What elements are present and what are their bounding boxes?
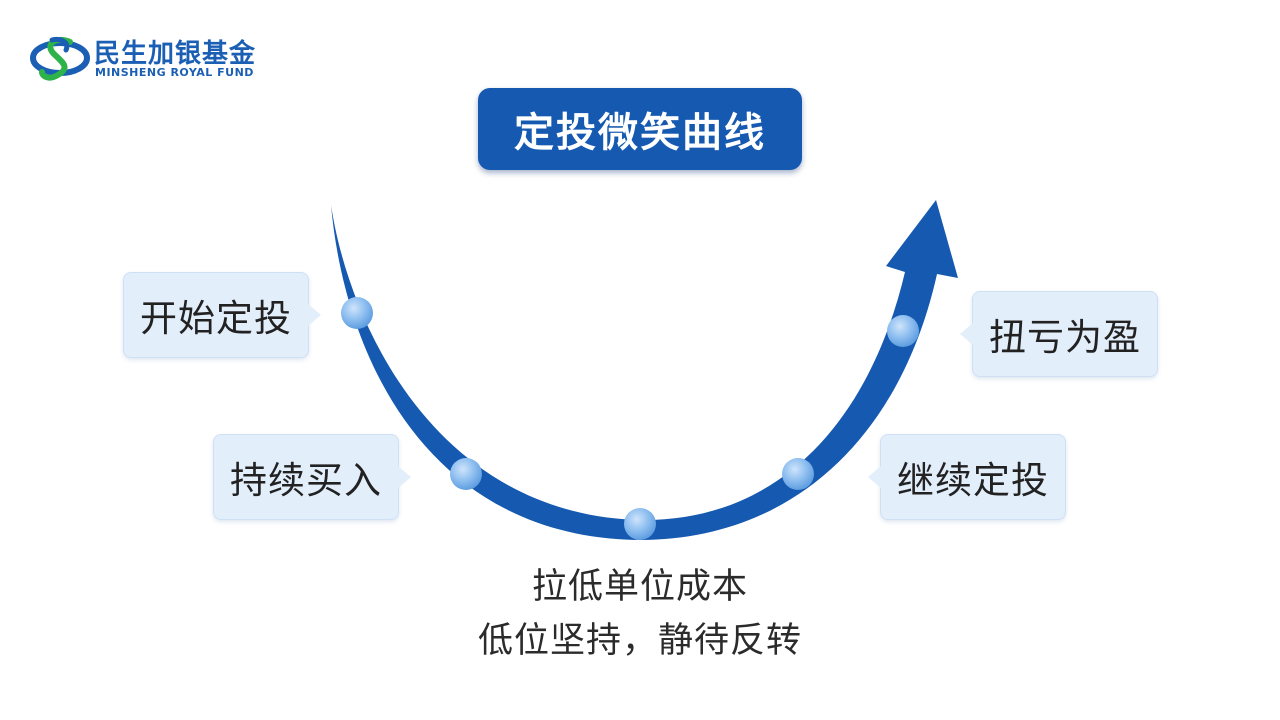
callout-continue-pointer [868, 466, 881, 488]
brand-name-en: MINSHENG ROYAL FUND [95, 66, 254, 79]
dot-start [341, 297, 373, 329]
callout-start: 开始定投 [123, 272, 321, 358]
caption-line-2: 低位坚持，静待反转 [477, 621, 802, 661]
callout-keep-buying: 持续买入 [213, 434, 411, 520]
brand-logo: 民生加银基金 MINSHENG ROYAL FUND [30, 30, 300, 86]
dot-continue [782, 458, 814, 490]
callout-keep-buying-label: 持续买入 [230, 459, 382, 502]
caption-line-1: 拉低单位成本 [531, 567, 748, 607]
callout-keep-buying-pointer [398, 466, 411, 488]
brand-name-cn: 民生加银基金 [94, 39, 257, 69]
dot-bottom [624, 508, 656, 540]
title-box: 定投微笑曲线 [478, 88, 802, 170]
callout-continue: 继续定投 [868, 434, 1066, 520]
callout-continue-label: 继续定投 [897, 459, 1049, 502]
callout-start-pointer [308, 304, 321, 326]
callout-start-label: 开始定投 [140, 297, 292, 340]
curve-band [331, 200, 958, 540]
dot-profit [887, 315, 919, 347]
dot-buy [450, 458, 482, 490]
callout-profit-pointer [960, 323, 973, 345]
callout-profit: 扭亏为盈 [960, 291, 1158, 377]
bottom-caption: 拉低单位成本 低位坚持，静待反转 [400, 560, 880, 668]
minsheng-logo-icon [30, 36, 90, 81]
callout-profit-label: 扭亏为盈 [989, 316, 1141, 359]
page-title: 定投微笑曲线 [514, 110, 766, 156]
